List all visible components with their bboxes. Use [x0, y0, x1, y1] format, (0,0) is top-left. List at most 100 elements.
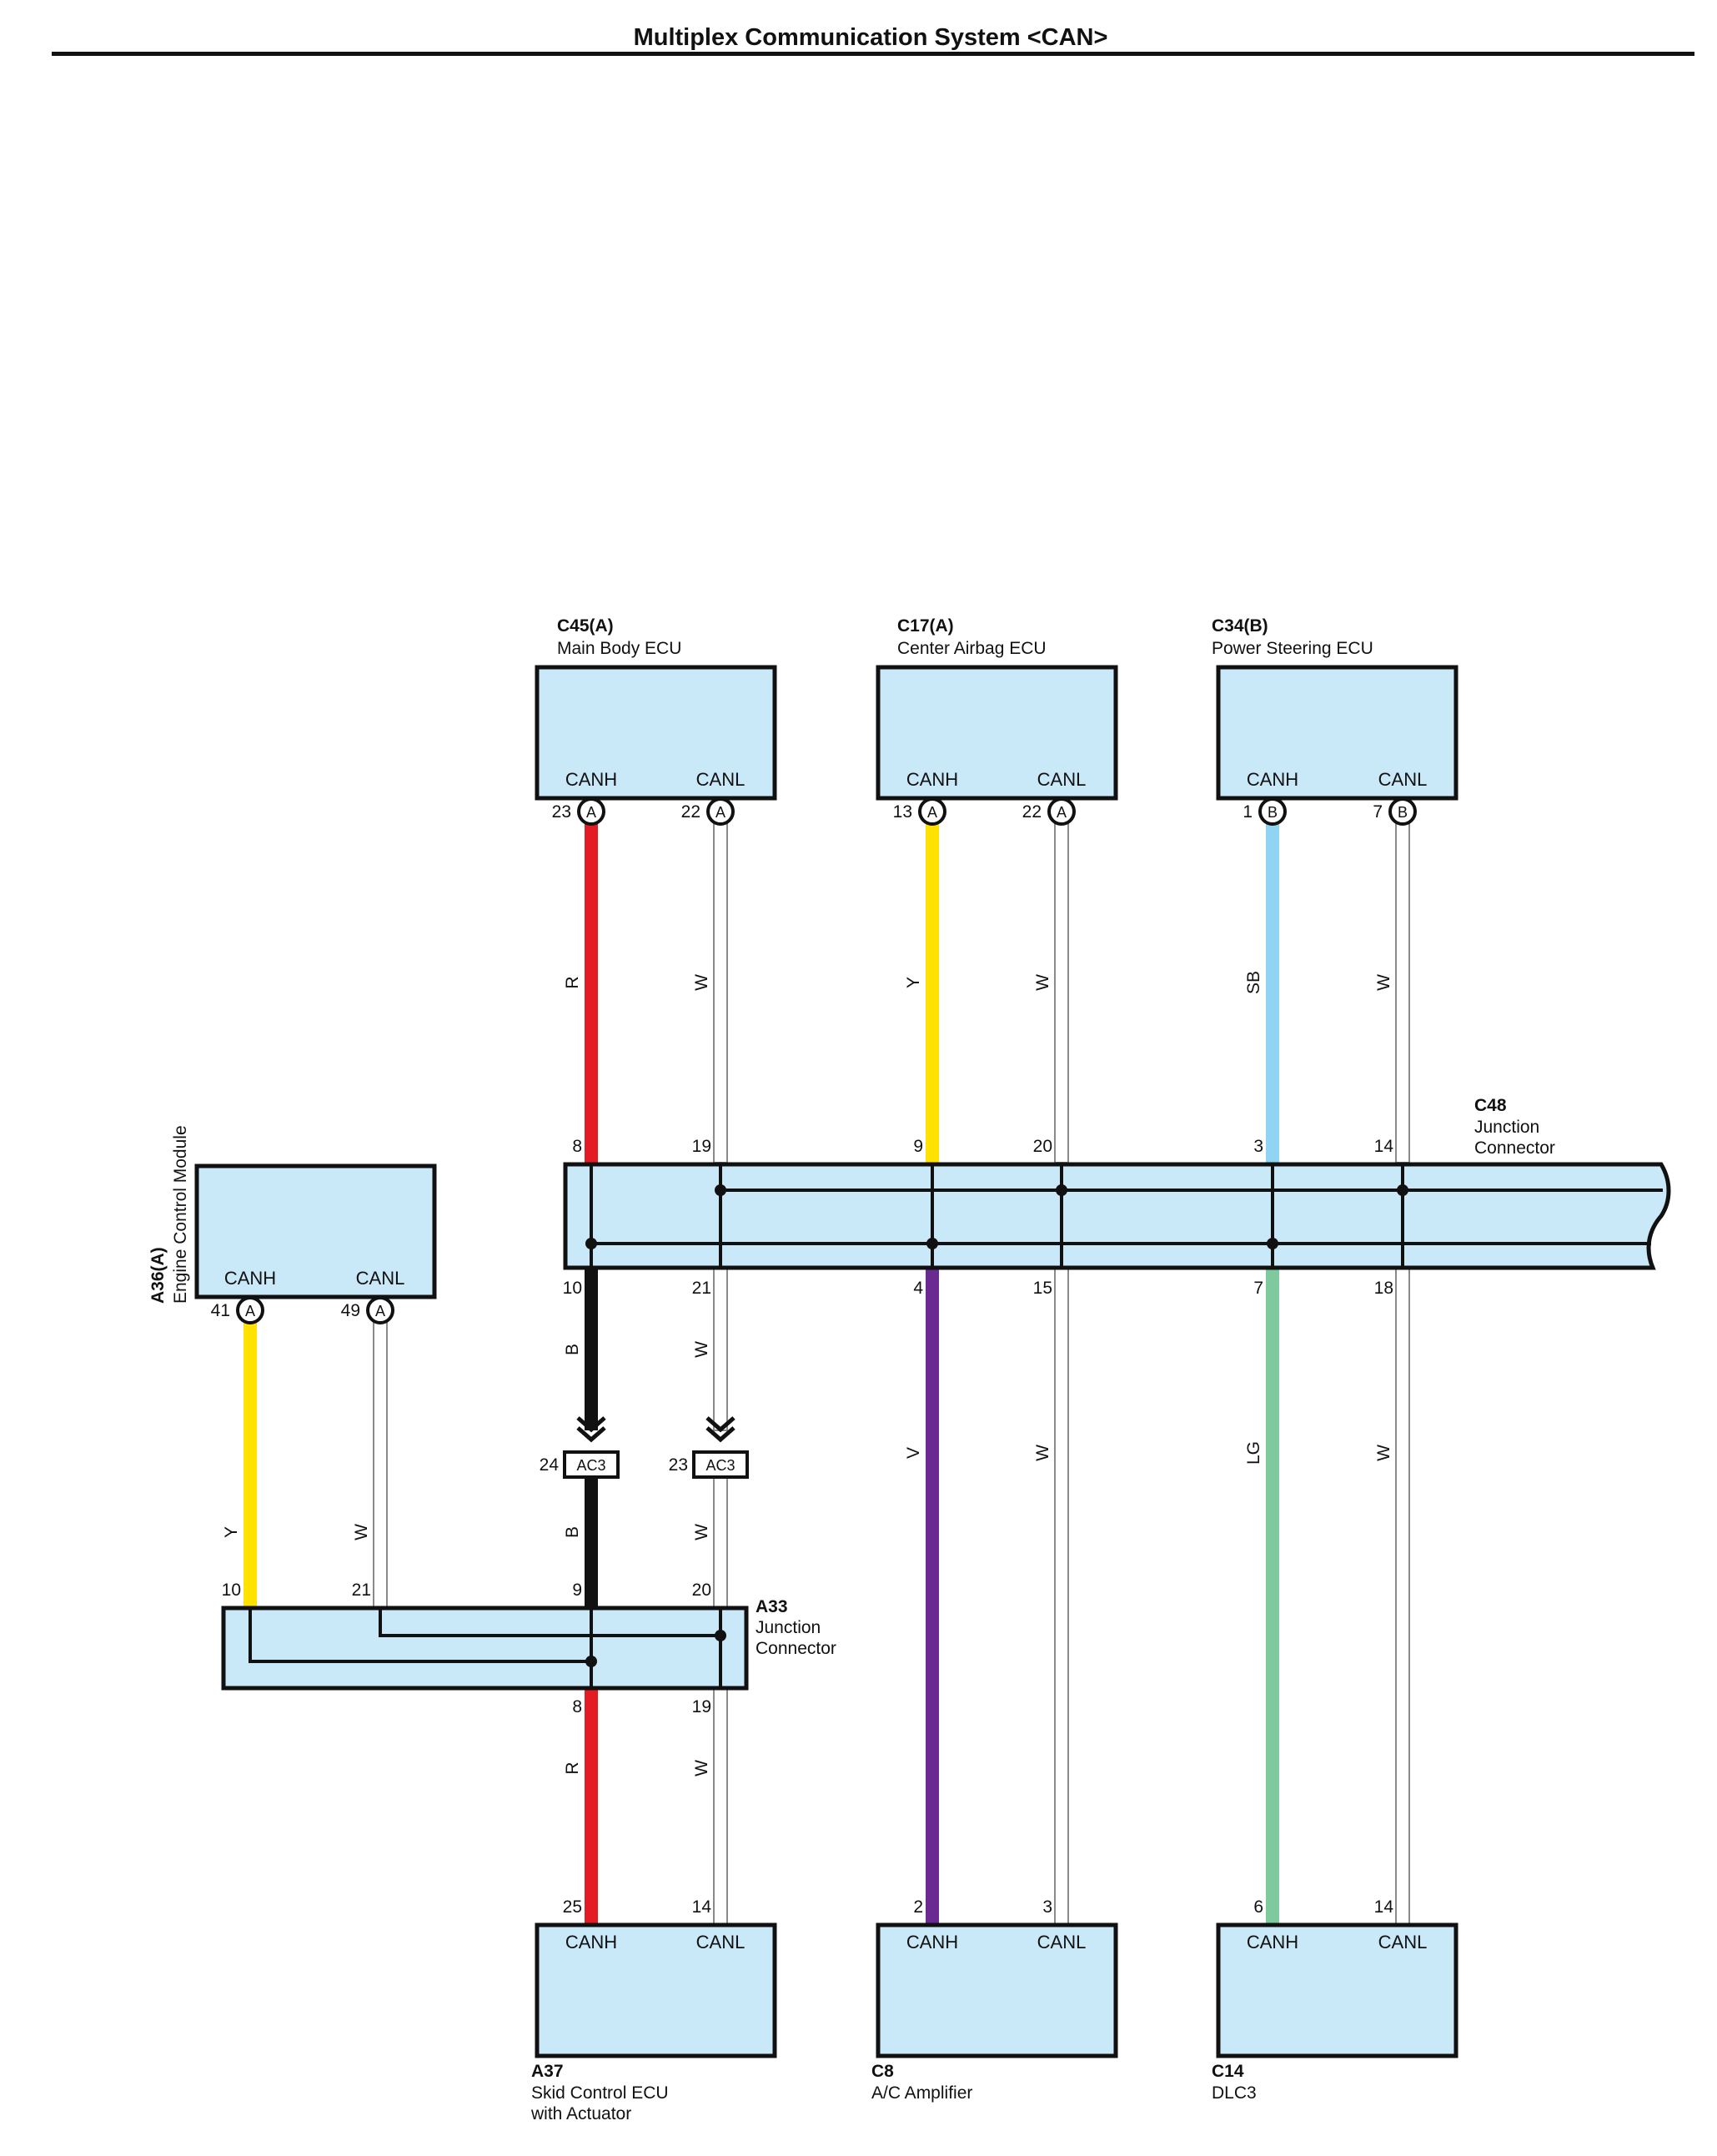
connector-circle	[236, 1296, 264, 1324]
connector-circle	[1047, 797, 1076, 826]
pin-number: 1	[1243, 802, 1253, 822]
component-code: C14	[1212, 2062, 1244, 2081]
pin-number: 15	[1033, 1279, 1052, 1298]
component-name: Junction	[1474, 1118, 1539, 1137]
component-name: Center Airbag ECU	[897, 639, 1047, 658]
connector-letter: A	[1057, 804, 1067, 821]
ecu-box	[535, 665, 777, 801]
wire-a36-canh	[243, 1320, 257, 1608]
pin-number: 14	[1374, 1137, 1394, 1156]
pin-number: 10	[222, 1581, 241, 1600]
connector-ac3: AC3 AC3 24 23	[540, 1416, 749, 1479]
ac3-label-box	[692, 1450, 749, 1479]
pin-number: 3	[1253, 1137, 1263, 1156]
wire-ac3-b	[585, 1478, 598, 1608]
chevron-down-icon	[576, 1426, 606, 1443]
page-title: Multiplex Communication System <CAN>	[634, 24, 1108, 51]
wire-color-labels: R W Y W SB W B W V W LG W B W Y W R W	[222, 971, 1393, 1777]
pin-number: 7	[1373, 802, 1383, 822]
chevron-down-icon	[705, 1416, 735, 1433]
ac3-label: AC3	[576, 1457, 605, 1474]
ac3-label: AC3	[705, 1457, 735, 1474]
pin-number: 8	[572, 1697, 582, 1716]
wire-label: LG	[1244, 1441, 1263, 1465]
pin-name-canl: CANL	[1037, 1932, 1087, 1952]
ac3-label-box	[563, 1450, 620, 1479]
component-c34-power-steering-ecu: C34(B) Power Steering ECU CANH CANL B B …	[1212, 616, 1458, 826]
ecu-box	[876, 665, 1118, 801]
pin-number: 19	[692, 1137, 711, 1156]
pin-name-canl: CANL	[696, 1932, 746, 1952]
component-a33-junction-connector: A33 Junction Connector 10 21 9 20 8 19	[221, 1581, 836, 1716]
ecu-box	[876, 1922, 1118, 2058]
wire-c48-w18	[1395, 1267, 1410, 1926]
wire-label: W	[1374, 974, 1393, 991]
chevron-down-icon	[576, 1416, 606, 1433]
splice-dot	[585, 1238, 597, 1249]
pin-name-canl: CANL	[696, 769, 746, 790]
pin-name-canh: CANH	[565, 1932, 617, 1952]
component-name: DLC3	[1212, 2083, 1257, 2103]
connector-letter: A	[245, 1303, 255, 1319]
wire-a33-w	[713, 1687, 728, 1926]
component-name: Power Steering ECU	[1212, 639, 1373, 658]
connector-circle	[1258, 797, 1287, 826]
pin-number: 18	[1374, 1279, 1393, 1298]
pin-number: 6	[1253, 1897, 1263, 1917]
component-code: C8	[871, 2062, 894, 2081]
pin-number: 13	[893, 802, 912, 822]
component-code: A33	[756, 1597, 788, 1616]
wire-label: W	[692, 1760, 711, 1777]
connector-circle	[1388, 797, 1417, 826]
component-c17-center-airbag-ecu: C17(A) Center Airbag ECU CANH CANL A A 1…	[876, 616, 1118, 826]
wire-a36-canl	[373, 1319, 388, 1609]
connector-circle	[918, 797, 946, 826]
chevron-down-icon	[705, 1426, 735, 1443]
component-name: Junction	[756, 1618, 821, 1637]
ecu-box	[194, 1163, 437, 1299]
wire-c34-canh	[1266, 821, 1279, 1163]
wire-label: W	[352, 1524, 371, 1540]
wire-c34-canl	[1395, 820, 1410, 1163]
component-name: Connector	[1474, 1138, 1555, 1158]
splice-dot	[1397, 1184, 1408, 1196]
pin-name-canh: CANH	[1247, 1932, 1298, 1952]
pin-number: 23	[669, 1455, 688, 1475]
pin-number: 8	[572, 1137, 582, 1156]
wire-label: W	[692, 1341, 711, 1358]
junction-block	[221, 1606, 749, 1691]
wire-label: W	[692, 1524, 711, 1540]
wires	[243, 820, 1410, 1926]
wire-label: W	[1033, 1445, 1052, 1461]
pin-name-canl: CANL	[1037, 769, 1087, 790]
pin-number: 22	[1022, 802, 1042, 822]
pin-name-canh: CANH	[906, 1932, 958, 1952]
wire-ac3-w	[713, 1477, 728, 1609]
pin-name-canl: CANL	[356, 1268, 405, 1289]
splice-dot	[926, 1238, 938, 1249]
splice-dot	[715, 1184, 726, 1196]
connector-letter: A	[586, 804, 596, 821]
wire-c48-w21	[713, 1267, 728, 1431]
pin-name-canh: CANH	[224, 1268, 276, 1289]
wire-label: B	[563, 1526, 582, 1538]
wire-a33-r	[585, 1688, 598, 1925]
title-rule	[52, 52, 1694, 56]
wire-label: V	[904, 1447, 923, 1459]
component-c48-junction-connector: C48 Junction Connector 8 19 9 20 3 14 10…	[563, 1096, 1671, 1298]
connector-circle	[706, 797, 735, 826]
wire-c48-v	[926, 1268, 939, 1925]
pin-number: 14	[692, 1897, 712, 1917]
component-c14-dlc3: 6 14 CANH CANL C14 DLC3	[1212, 1897, 1458, 2103]
component-code: A37	[531, 2062, 564, 2081]
pin-number: 41	[211, 1301, 230, 1320]
component-name: with Actuator	[530, 2104, 631, 2123]
splice-dot	[715, 1630, 726, 1641]
pin-number: 4	[913, 1279, 923, 1298]
connector-letter: A	[715, 804, 725, 821]
wire-c48-b	[585, 1268, 598, 1430]
component-a37-skid-control-ecu: 25 14 CANH CANL A37 Skid Control ECU wit…	[530, 1897, 777, 2123]
pin-number: 10	[563, 1279, 582, 1298]
connector-circle	[366, 1296, 394, 1324]
component-name: Engine Control Module	[171, 1125, 190, 1304]
